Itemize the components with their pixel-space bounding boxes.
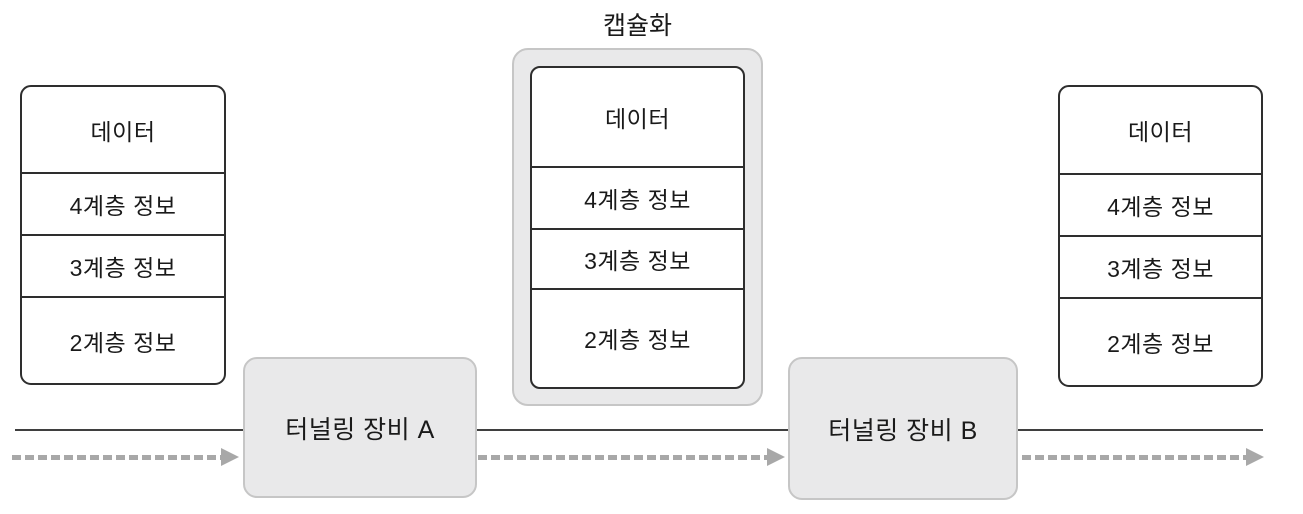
stack-row-layer2: 2계층 정보: [1060, 297, 1261, 385]
stack-row-data: 데이터: [90, 118, 156, 145]
tunneling-device-b-box: 터널링 장비 B: [788, 357, 1018, 500]
flow-arrow-right-head-icon: [1246, 448, 1264, 466]
stack-row-layer2: 2계층 정보: [22, 296, 224, 383]
stack-row-data: 데이터: [605, 105, 670, 132]
protocol-stack-encapsulated: 데이터 4계층 정보 3계층 정보 2계층 정보: [530, 66, 745, 389]
encapsulation-wrapper-box: 데이터 4계층 정보 3계층 정보 2계층 정보: [512, 48, 763, 406]
flow-arrow-left-head-icon: [221, 448, 239, 466]
encapsulation-label: 캡슐화: [602, 12, 672, 40]
stack-row-layer2: 2계층 정보: [532, 287, 743, 388]
tunneling-device-a-box: 터널링 장비 A: [243, 357, 477, 498]
stack-row-layer3: 3계층 정보: [1060, 235, 1261, 297]
protocol-stack-left: 데이터 4계층 정보 3계층 정보 2계층 정보: [20, 85, 226, 385]
stack-row-layer3: 3계층 정보: [532, 227, 743, 288]
stack-row-data: 데이터: [1128, 119, 1193, 145]
flow-arrow-middle-dashes: [478, 455, 767, 460]
stack-row-layer4: 4계층 정보: [22, 172, 224, 234]
stack-row-layer4: 4계층 정보: [532, 165, 743, 228]
flow-arrow-right-dashes: [1022, 455, 1246, 460]
network-line-left: [15, 429, 244, 431]
stack-row-layer4: 4계층 정보: [1060, 173, 1261, 235]
protocol-stack-right: 데이터 4계층 정보 3계층 정보 2계층 정보: [1058, 85, 1263, 387]
flow-arrow-middle-head-icon: [767, 448, 785, 466]
network-line-right: [1018, 429, 1263, 431]
network-line-middle: [477, 429, 789, 431]
stack-row-layer3: 3계층 정보: [22, 234, 224, 296]
flow-arrow-left-dashes: [12, 455, 221, 460]
